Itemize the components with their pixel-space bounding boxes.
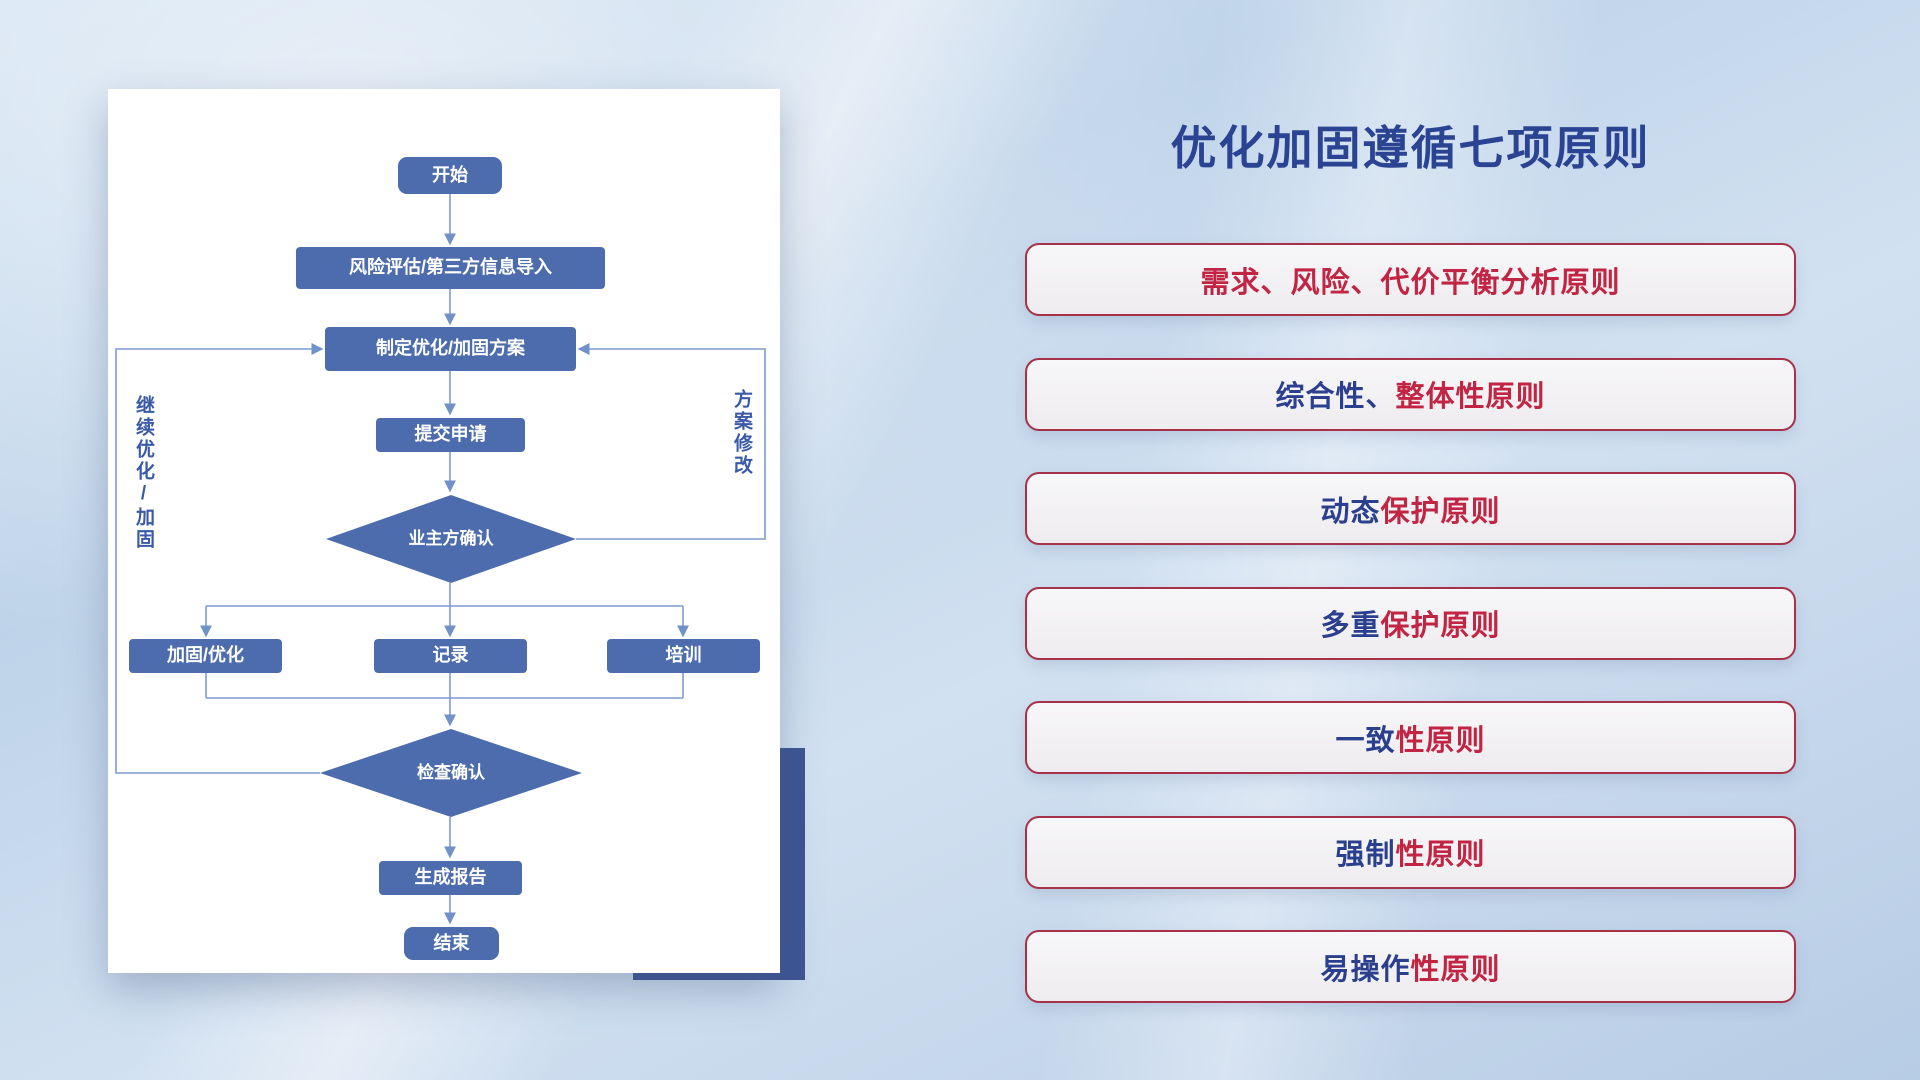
principle-box-2: 综合性、整体性原则	[1025, 357, 1796, 431]
flow-node-generate-report: 生成报告	[379, 861, 522, 895]
principle-3-red-text: 保护原则	[1380, 495, 1501, 528]
flow-node-make-plan: 制定优化/加固方案	[325, 327, 576, 371]
principle-5-red-text: 性原则	[1395, 724, 1486, 757]
flowchart-connectors	[115, 194, 766, 925]
principle-4-blue-text: 多重	[1320, 610, 1381, 642]
principle-7-blue-text: 易操作	[1320, 953, 1411, 986]
principle-6-blue-text: 强制	[1335, 839, 1396, 871]
principle-box-4: 多重保护原则	[1025, 586, 1796, 660]
flow-node-risk-assessment: 风险评估/第三方信息导入	[296, 247, 605, 289]
flow-node-reinforce-optimize: 加固/优化	[129, 639, 282, 673]
principle-1-red-text: 需求、风险、代价平衡分析原则	[1200, 266, 1621, 299]
principle-box-6: 强制性原则	[1025, 815, 1796, 889]
loop-right-revise	[576, 343, 766, 540]
principle-7-red-text: 性原则	[1410, 953, 1501, 986]
loop-label-plan-revision: 方案修改	[731, 389, 752, 477]
page-title: 优化加固遵循七项原则	[1170, 122, 1651, 174]
principle-box-3: 动态保护原则	[1025, 472, 1796, 545]
flow-node-record: 记录	[374, 639, 527, 673]
principle-2-red-text: 整体性原则	[1395, 381, 1546, 413]
principle-box-7: 易操作性原则	[1025, 930, 1796, 1003]
principle-6-red-text: 性原则	[1395, 839, 1486, 871]
flow-node-start: 开始	[398, 157, 502, 194]
principle-5-blue-text: 一致	[1335, 724, 1396, 757]
principle-box-5: 一致性原则	[1025, 701, 1796, 774]
principle-box-1: 需求、风险、代价平衡分析原则	[1025, 243, 1796, 316]
principle-3-blue-text: 动态	[1320, 495, 1381, 528]
loop-left-continue	[115, 343, 324, 774]
flow-node-training: 培训	[607, 639, 760, 673]
flowchart-card: 开始 风险评估/第三方信息导入 制定优化/加固方案 提交申请 业主方确认 加固/…	[108, 89, 780, 973]
principle-2-blue-text: 综合性、	[1275, 381, 1396, 413]
principle-4-red-text: 保护原则	[1380, 610, 1501, 642]
loop-label-continue-optimize: 继续优化/加固	[133, 395, 154, 551]
flow-node-submit-application: 提交申请	[376, 418, 525, 452]
flow-node-end: 结束	[404, 927, 499, 960]
principles-list: 需求、风险、代价平衡分析原则 综合性、整体性原则 动态保护原则 多重保护原则 一…	[1025, 243, 1796, 1003]
